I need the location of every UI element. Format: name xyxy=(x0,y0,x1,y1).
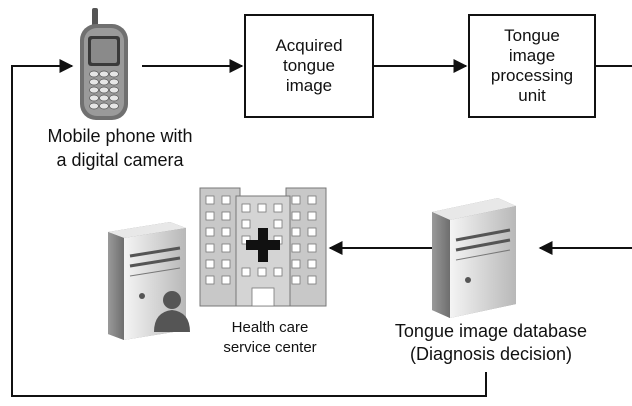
tongue-image-processing-unit-box: Tongue image processing unit xyxy=(468,14,596,118)
cross-icon xyxy=(246,228,280,262)
database-server-icon xyxy=(432,198,516,318)
health-center-server-icon xyxy=(108,222,186,340)
feedback-loop-line xyxy=(11,59,487,397)
tongue-image-database-label: Tongue image database (Diagnosis decisio… xyxy=(394,321,588,364)
mobile-phone-icon xyxy=(80,8,128,120)
acquired-tongue-image-box: Acquired tongue image xyxy=(244,14,374,118)
hospital-building-icon xyxy=(199,187,327,307)
person-icon xyxy=(154,291,190,332)
mobile-phone-label: Mobile phone with a digital camera xyxy=(47,126,193,170)
health-care-center-label: Health care service center xyxy=(223,319,317,356)
